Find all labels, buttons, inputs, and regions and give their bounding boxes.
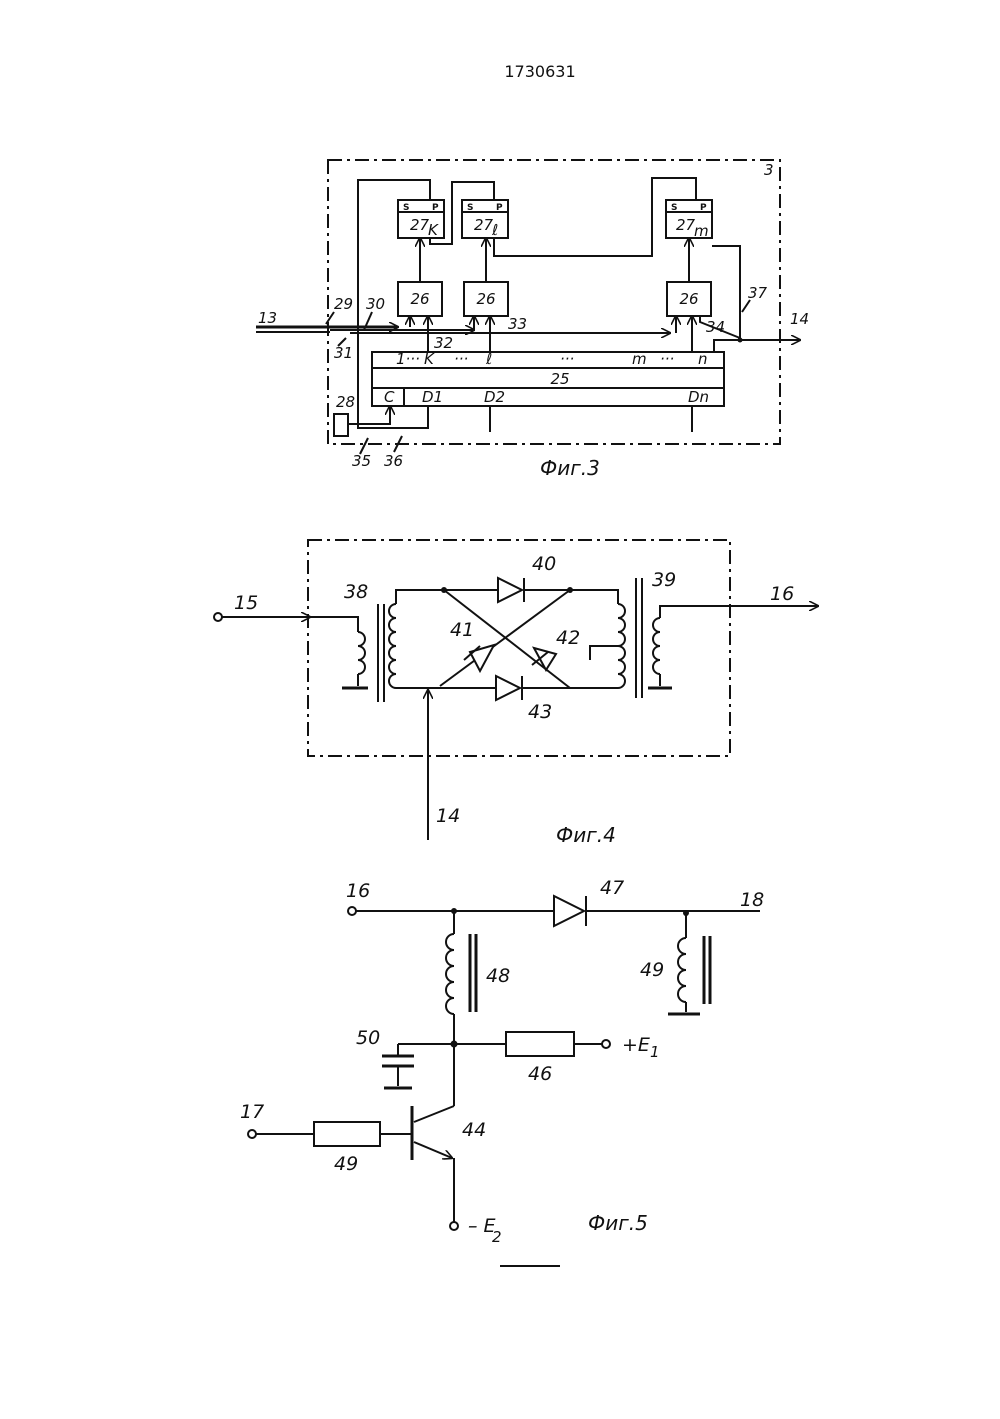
trigger-block-k: S P 27 K bbox=[398, 200, 444, 239]
diode-47 bbox=[554, 896, 584, 926]
fig4-output-16: 16 bbox=[770, 583, 794, 605]
fig4-label-38: 38 bbox=[344, 581, 368, 603]
patent-number: 1730631 bbox=[504, 62, 575, 81]
fig3-frame-label: 3 bbox=[764, 161, 774, 179]
register-input-dn: Dn bbox=[688, 388, 709, 406]
trigger-block-m: S P 27 m bbox=[666, 200, 712, 240]
fig3-wiring bbox=[256, 178, 800, 454]
inductor-49 bbox=[678, 938, 686, 1002]
register-dots-3: ··· bbox=[660, 350, 674, 368]
fig5-label-49-top: 49 bbox=[640, 959, 664, 981]
diode-41 bbox=[470, 645, 494, 671]
trigger-l-label: 27 bbox=[474, 216, 494, 234]
fig5-label-49-bottom: 49 bbox=[334, 1153, 358, 1175]
fig4-label-41: 41 bbox=[450, 619, 474, 641]
fig4-caption: Фиг.4 bbox=[556, 823, 616, 847]
fig5-supply-plus-sub: 1 bbox=[650, 1043, 660, 1061]
fig3-label-33: 33 bbox=[508, 315, 527, 333]
element-26-k-label: 26 bbox=[410, 290, 429, 308]
fig5-input-terminal bbox=[348, 907, 356, 915]
register-25: 1··· K ··· ℓ ··· m ··· n 25 C D1 D2 Dn bbox=[372, 350, 724, 406]
fig5-input-17: 17 bbox=[240, 1101, 264, 1123]
trigger-k-label: 27 bbox=[410, 216, 430, 234]
resistor-49 bbox=[314, 1122, 380, 1146]
resistor-46 bbox=[506, 1032, 574, 1056]
fig5-label-47: 47 bbox=[600, 877, 624, 899]
fig3-label-29: 29 bbox=[334, 295, 353, 313]
trigger-k-p: P bbox=[432, 203, 439, 213]
fig3-label-37: 37 bbox=[748, 284, 768, 302]
fig3-label-36: 36 bbox=[384, 452, 403, 470]
fig5-input-16: 16 bbox=[346, 880, 370, 902]
transformer-38-primary bbox=[358, 632, 365, 674]
trigger-m-s: S bbox=[671, 203, 677, 213]
fig4-input-terminal bbox=[214, 613, 222, 621]
trigger-l-sub: ℓ bbox=[491, 221, 498, 239]
figure-4: 15 38 40 43 41 42 bbox=[214, 540, 818, 847]
fig5-output-18: 18 bbox=[740, 889, 764, 911]
fig3-label-31: 31 bbox=[334, 344, 353, 362]
register-input-d2: D2 bbox=[484, 388, 505, 406]
fig5-label-48: 48 bbox=[486, 965, 510, 987]
register-output-m: m bbox=[632, 350, 647, 368]
fig3-label-35: 35 bbox=[352, 452, 371, 470]
transformer-39-primary bbox=[618, 604, 625, 688]
diode-40 bbox=[498, 578, 522, 602]
register-output-l: ℓ bbox=[485, 350, 492, 368]
register-output-1: 1··· bbox=[396, 350, 420, 368]
fig3-output-14: 14 bbox=[790, 310, 809, 328]
transformer-39-secondary bbox=[653, 618, 660, 674]
inductor-48 bbox=[446, 934, 454, 1014]
element-26-k: 26 bbox=[398, 282, 442, 316]
fig5-label-50: 50 bbox=[356, 1027, 380, 1049]
register-output-k: K bbox=[424, 350, 435, 368]
element-28-label: 28 bbox=[336, 393, 355, 411]
register-output-n: n bbox=[698, 350, 708, 368]
register-label: 25 bbox=[550, 370, 569, 388]
trigger-l-p: P bbox=[496, 203, 503, 213]
element-28 bbox=[334, 414, 348, 436]
trigger-k-s: S bbox=[403, 203, 409, 213]
fig4-label-42: 42 bbox=[556, 627, 580, 649]
trigger-l-s: S bbox=[467, 203, 473, 213]
fig4-label-43: 43 bbox=[528, 701, 552, 723]
fig5-input17-terminal bbox=[248, 1130, 256, 1138]
element-26-m-label: 26 bbox=[679, 290, 698, 308]
fig3-label-32: 32 bbox=[434, 334, 453, 352]
fig4-label-40: 40 bbox=[532, 553, 556, 575]
register-dots-2: ··· bbox=[560, 350, 574, 368]
trigger-block-l: S P 27 ℓ bbox=[462, 200, 508, 239]
fig3-input-13: 13 bbox=[258, 309, 277, 327]
register-input-d1: D1 bbox=[422, 388, 443, 406]
diode-42 bbox=[534, 648, 556, 670]
fig5-label-44: 44 bbox=[462, 1119, 486, 1141]
figure-5: 16 47 18 48 49 50 +E bbox=[240, 877, 764, 1246]
register-dots-1: ··· bbox=[454, 350, 468, 368]
fig3-label-30: 30 bbox=[366, 295, 385, 313]
element-26-l-label: 26 bbox=[476, 290, 495, 308]
diode-43 bbox=[496, 676, 520, 700]
element-26-l: 26 bbox=[464, 282, 508, 316]
fig5-caption: Фиг.5 bbox=[588, 1211, 648, 1235]
fig3-caption: Фиг.3 bbox=[540, 456, 600, 480]
transformer-38-secondary bbox=[389, 604, 396, 688]
trigger-m-p: P bbox=[700, 203, 707, 213]
fig5-supply-plus: +E bbox=[622, 1034, 650, 1056]
trigger-m-sub: m bbox=[694, 222, 709, 240]
fig4-control-14: 14 bbox=[436, 805, 460, 827]
register-input-c: C bbox=[384, 388, 395, 406]
figure-3: 3 S P 27 K S P 27 ℓ S P 27 m bbox=[256, 160, 809, 480]
fig3-label-34: 34 bbox=[706, 318, 725, 336]
element-26-m: 26 bbox=[667, 282, 711, 316]
fig4-input-15: 15 bbox=[234, 592, 258, 614]
fig5-supply-minus-sub: 2 bbox=[492, 1228, 502, 1246]
fig5-label-46: 46 bbox=[528, 1063, 552, 1085]
trigger-m-label: 27 bbox=[676, 216, 696, 234]
trigger-k-sub: K bbox=[428, 221, 439, 239]
fig4-label-39: 39 bbox=[652, 569, 676, 591]
